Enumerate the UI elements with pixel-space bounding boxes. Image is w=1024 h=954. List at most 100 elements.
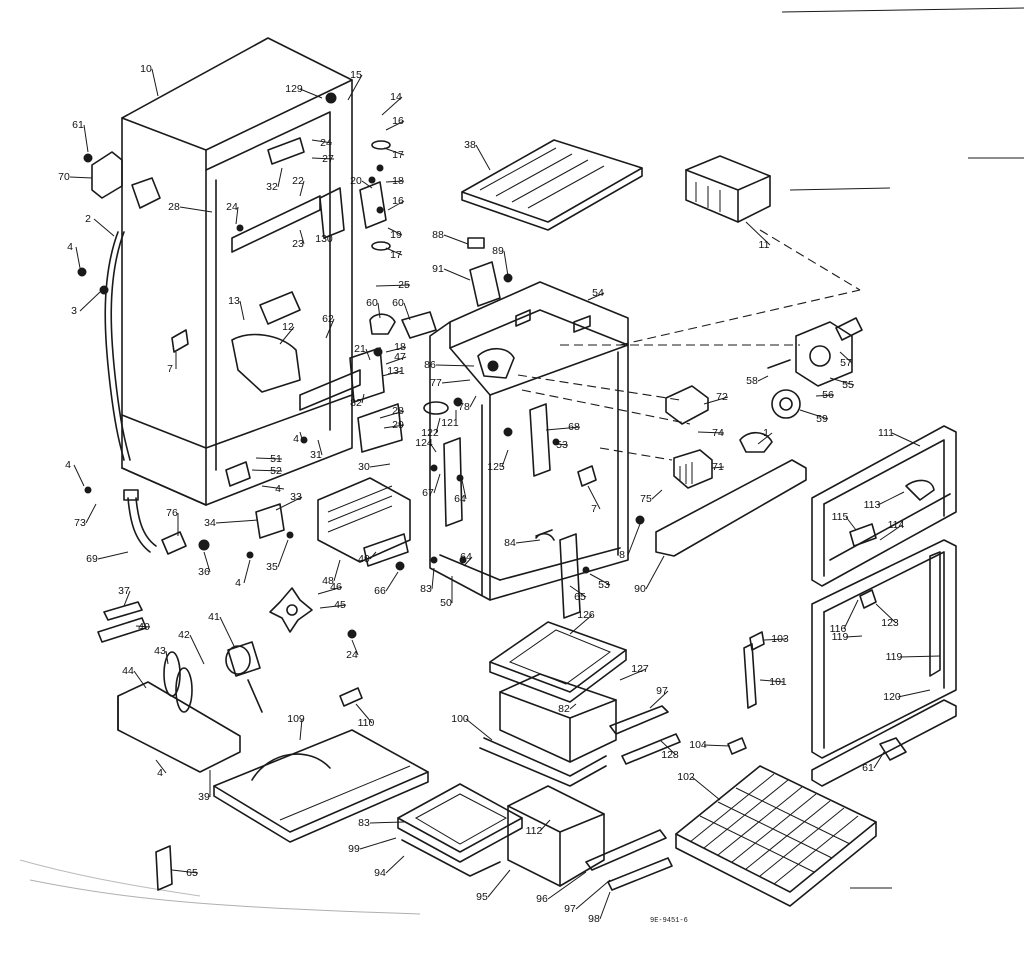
leader-line-c35 — [277, 539, 289, 568]
part-callout-c66a: 66 — [374, 585, 386, 597]
leader-line-c96 — [547, 871, 587, 900]
part-callout-c125: 125 — [487, 461, 505, 473]
leader-line-c60b — [403, 302, 411, 321]
leader-line-c98 — [599, 891, 611, 920]
part-callout-c59: 59 — [816, 413, 828, 425]
part-callout-c61a: 61 — [72, 119, 84, 131]
leader-line-c4b — [299, 431, 303, 440]
part-callout-c64b: 64 — [460, 551, 472, 563]
part-callout-c83a: 83 — [420, 583, 432, 595]
leader-line-c88 — [443, 234, 469, 245]
part-callout-c123: 123 — [881, 617, 899, 629]
part-callout-c64a: 64 — [454, 493, 466, 505]
part-callout-c39: 39 — [198, 791, 210, 803]
part-callout-c33: 33 — [290, 491, 302, 503]
part-callout-c23: 23 — [292, 238, 304, 250]
leader-line-c114 — [879, 524, 903, 541]
part-callout-c130: 130 — [315, 233, 333, 245]
leader-line-c75 — [651, 489, 663, 500]
part-callout-c103: 103 — [771, 633, 789, 645]
border-rules — [781, 7, 1024, 889]
part-callout-c2: 2 — [85, 213, 91, 225]
leader-line-c82b — [569, 703, 577, 710]
part-callout-c131: 131 — [387, 365, 405, 377]
part-callout-c52: 52 — [270, 465, 282, 477]
part-callout-c4a: 4 — [67, 241, 73, 253]
part-callout-c7a: 7 — [167, 363, 173, 375]
leader-line-c97a — [649, 690, 669, 709]
drain-tube — [104, 231, 131, 461]
leader-line-c67 — [433, 473, 441, 494]
leader-line-c40 — [135, 625, 151, 628]
part-callout-c17a: 17 — [392, 149, 404, 161]
leader-line-c77 — [441, 379, 471, 384]
part-callout-c19: 19 — [390, 229, 402, 241]
fresh-food-door — [743, 539, 957, 787]
misc-hardware — [77, 153, 907, 891]
leader-line-c28b — [379, 410, 405, 419]
leader-line-c18a — [385, 180, 405, 183]
leader-line-c3 — [79, 291, 101, 312]
part-callout-c41: 41 — [208, 611, 220, 623]
leader-line-c16a — [385, 120, 405, 131]
leader-line-c17b — [385, 247, 403, 256]
part-callout-c47: 47 — [394, 351, 406, 363]
part-callout-c4d: 4 — [65, 459, 71, 471]
leader-line-c65a — [569, 585, 587, 598]
leader-line-c2 — [93, 218, 115, 237]
part-callout-c112: 112 — [526, 825, 543, 837]
part-callout-c68: 68 — [568, 421, 580, 433]
part-callout-c45: 45 — [334, 599, 346, 611]
part-callout-c37: 37 — [118, 585, 130, 597]
part-callout-c74: 74 — [712, 427, 724, 439]
leader-line-c70 — [69, 176, 93, 179]
leader-line-c122 — [435, 417, 441, 434]
part-callout-c24a: 24 — [320, 137, 332, 149]
leader-line-c102 — [691, 776, 721, 801]
part-callout-c119a: 119 — [832, 631, 849, 643]
leader-line-c25 — [375, 284, 411, 287]
part-callout-c43: 43 — [154, 645, 166, 657]
leader-line-c4a — [75, 246, 81, 269]
part-callout-c4e: 4 — [235, 577, 241, 589]
leader-line-c24b — [235, 206, 239, 225]
leader-line-c32 — [277, 167, 283, 188]
part-callout-c17b: 17 — [390, 249, 402, 261]
part-callout-c95: 95 — [476, 891, 488, 903]
part-callout-c109: 109 — [287, 713, 305, 725]
leader-line-c116 — [843, 599, 859, 630]
part-callout-c77: 77 — [430, 377, 442, 389]
leader-line-c43 — [165, 650, 169, 665]
leader-line-c91 — [443, 268, 471, 281]
leader-line-c8 — [627, 523, 641, 556]
assembly-lines — [517, 229, 861, 461]
part-callout-c72: 72 — [716, 391, 728, 403]
leader-line-c51 — [255, 457, 283, 460]
leader-line-c36 — [203, 551, 211, 573]
leader-line-c128 — [659, 739, 677, 756]
part-callout-c122: 122 — [421, 427, 439, 439]
drain-pan — [213, 729, 429, 843]
leader-line-c65b — [171, 869, 199, 874]
leader-line-c73 — [85, 503, 97, 524]
part-callout-c73: 73 — [74, 517, 86, 529]
part-callout-c28a: 28 — [168, 201, 180, 213]
leader-line-c58 — [757, 375, 769, 382]
leader-lines — [69, 68, 941, 920]
part-callout-c127: 127 — [631, 663, 649, 675]
leader-line-c84 — [515, 539, 541, 544]
fresh-food-liner — [429, 281, 629, 601]
hinge-hardware — [319, 92, 437, 453]
part-callout-c101: 101 — [769, 676, 787, 688]
part-callout-c99: 99 — [348, 843, 360, 855]
part-callout-c90: 90 — [634, 583, 646, 595]
leader-line-c33 — [275, 496, 303, 511]
part-callout-c104: 104 — [689, 739, 707, 751]
leader-line-c11 — [745, 221, 771, 246]
part-callout-c60a: 60 — [366, 297, 378, 309]
part-callout-c4f: 4 — [157, 767, 163, 779]
leader-line-c103 — [763, 638, 787, 641]
leader-line-c78 — [469, 395, 477, 408]
